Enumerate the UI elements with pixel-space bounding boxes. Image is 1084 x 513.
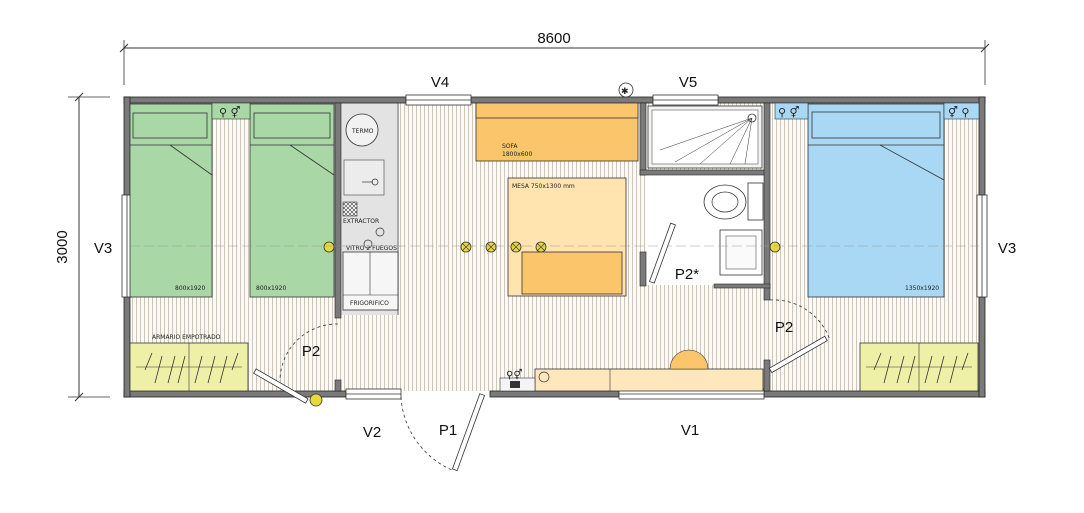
- dining-table: MESA 750x1300 mm: [507, 177, 627, 297]
- fridge-label: FRIGORIFICO: [350, 300, 389, 307]
- label-v3-left: V3: [94, 240, 112, 257]
- light-icon: [323, 241, 335, 253]
- label-v4: V4: [431, 74, 449, 91]
- light-icon: [485, 241, 497, 253]
- label-p2-left: P2: [302, 343, 320, 360]
- window-v4: [405, 94, 472, 106]
- door-p2-bath: [649, 222, 676, 284]
- toilet-icon: [703, 182, 764, 221]
- ceiling-lights: [309, 241, 781, 407]
- bed-double: 1350x1920: [807, 103, 945, 298]
- extractor-label: EXTRACTOR: [343, 218, 379, 225]
- label-p2-right: P2: [775, 319, 793, 336]
- sofa-size: 1800x600: [502, 151, 532, 158]
- bed-single-2: 800x1920: [249, 103, 335, 298]
- antenna-icon: [618, 82, 634, 98]
- label-v3-right: V3: [998, 240, 1016, 257]
- bed-single-1: 800x1920: [129, 103, 213, 298]
- door-p1: [400, 393, 486, 472]
- kitchen: TERMO EXTRACTOR VITRO 2 FUEGOS FRIGORIFI…: [342, 103, 399, 315]
- door-p2-left: [253, 323, 339, 404]
- svg-text:✱: ✱: [621, 87, 629, 97]
- socket-icon: ⚲ ⚥: [774, 102, 809, 120]
- wardrobe-right: [859, 342, 979, 392]
- light-icon: [309, 393, 323, 407]
- interior-walls: [334, 102, 771, 392]
- socket-icon: ⚲ ⚥: [211, 102, 251, 120]
- light-icon: [535, 241, 547, 253]
- door-p2-right: [768, 299, 831, 374]
- sink: [343, 159, 385, 196]
- sofa-title: SOFA: [502, 143, 518, 150]
- light-icon: [769, 241, 781, 253]
- svg-text:⚲ ⚥: ⚲ ⚥: [778, 106, 799, 119]
- svg-text:⚲ ⚥: ⚲ ⚥: [219, 106, 240, 119]
- fridge: [342, 251, 399, 311]
- light-icon: [510, 241, 522, 253]
- width-dimension: 3000: [54, 92, 110, 402]
- entry-cabinet: ⚲⚥: [499, 349, 764, 392]
- label-v5: V5: [679, 74, 697, 91]
- sofa: SOFA 1800x600: [475, 102, 639, 162]
- label-p1: P1: [439, 422, 457, 439]
- window-v5: [652, 94, 719, 106]
- svg-text:⚥ ⚲: ⚥ ⚲: [948, 106, 969, 119]
- socket-icon: ⚥ ⚲: [943, 102, 980, 120]
- bed-single-1-size: 800x1920: [175, 285, 205, 292]
- label-v2: V2: [363, 424, 381, 441]
- bathroom: [647, 105, 764, 276]
- bench: [521, 251, 623, 295]
- extractor-icon: [342, 201, 358, 217]
- wardrobe-label: ARMARIO EMPOTRADO: [152, 334, 221, 341]
- bed-double-size: 1350x1920: [905, 285, 939, 292]
- burner-icon: [363, 239, 373, 249]
- window-v2: [345, 388, 402, 400]
- length-label: 8600: [537, 30, 570, 47]
- width-label: 3000: [54, 230, 71, 263]
- burner-icon: [375, 227, 385, 237]
- label-p2-bath: P2*: [675, 266, 699, 283]
- svg-text:⚲⚥: ⚲⚥: [506, 369, 522, 381]
- wardrobe-left: ARMARIO EMPOTRADO: [129, 334, 249, 392]
- bed-single-2-size: 800x1920: [256, 285, 286, 292]
- length-dimension: 8600: [119, 30, 990, 85]
- light-icon: [460, 241, 472, 253]
- boiler-label: TERMO: [351, 128, 374, 135]
- water-heater: [345, 113, 379, 147]
- cooktop-label: VITRO 2 FUEGOS: [346, 245, 397, 252]
- label-v1: V1: [681, 422, 699, 439]
- table-label: MESA 750x1300 mm: [512, 183, 575, 190]
